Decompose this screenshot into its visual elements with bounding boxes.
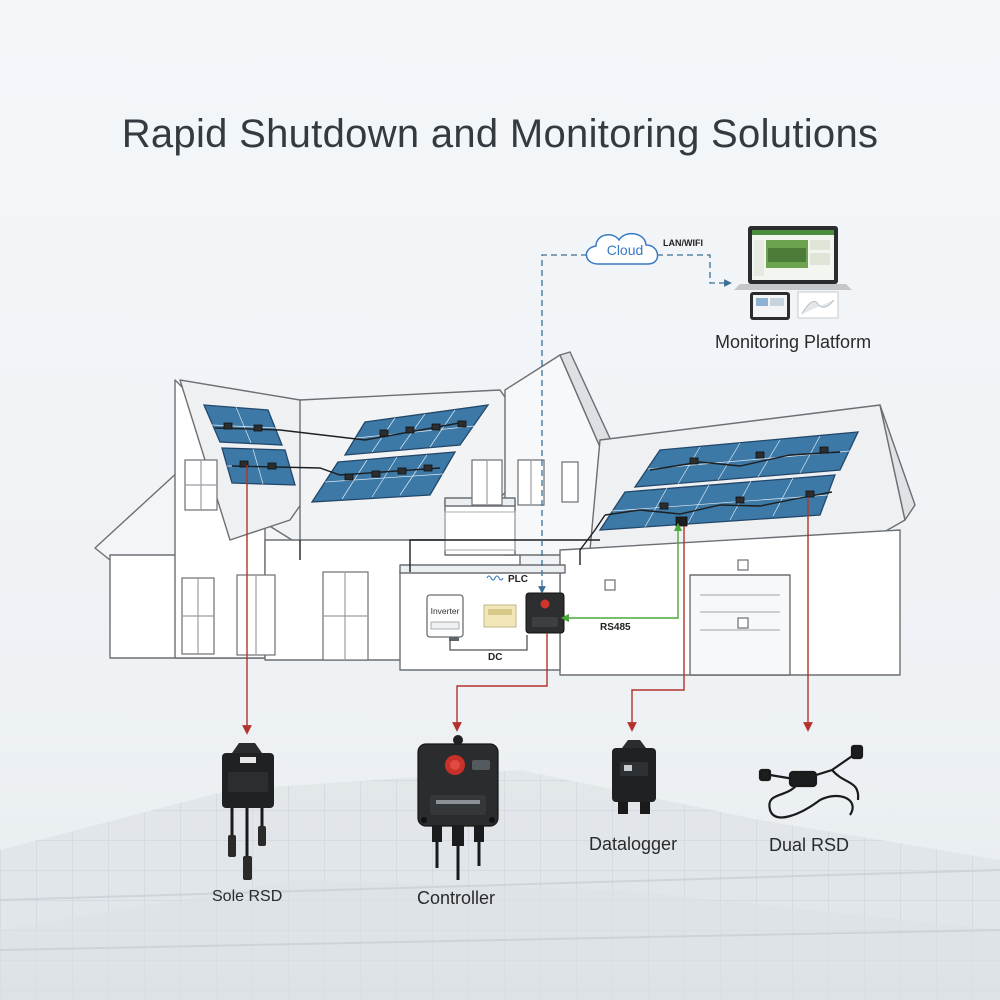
dc-label: DC <box>488 652 503 663</box>
dual-rsd-device <box>758 744 864 819</box>
monitoring-platform-label: Monitoring Platform <box>715 332 872 352</box>
controller-label: Controller <box>417 888 496 908</box>
link-datalogger <box>627 526 685 732</box>
plc-wave-icon <box>486 575 504 581</box>
panel-array-right-upper <box>633 431 860 488</box>
product-links <box>242 465 813 735</box>
rs485-link <box>560 522 683 623</box>
cloud-label: Cloud <box>606 242 644 258</box>
background-solar-field <box>0 770 1000 1000</box>
monitoring-chart-panel <box>797 291 839 319</box>
house-windows <box>181 459 780 661</box>
plc-label: PLC <box>508 574 528 585</box>
rs485-label: RS485 <box>600 622 631 633</box>
meter-box <box>483 604 517 628</box>
panel-array-right-lower <box>598 474 836 531</box>
house-controller <box>525 592 565 634</box>
panel-array-left-upper <box>202 404 283 446</box>
page-title: Rapid Shutdown and Monitoring Solutions <box>121 112 879 156</box>
link-controller <box>452 633 548 732</box>
datalogger-label: Datalogger <box>589 834 678 854</box>
dual-rsd-label: Dual RSD <box>769 835 850 855</box>
monitoring-tablet <box>750 292 790 320</box>
solar-panels <box>202 404 860 531</box>
panel-rsd-boxes <box>223 420 829 527</box>
sole-rsd-device <box>222 743 274 880</box>
cloud-to-platform-link <box>657 254 732 287</box>
cloud-to-controller-link <box>538 254 587 594</box>
datalogger-device <box>612 740 656 814</box>
panel-array-centre-upper <box>343 404 490 456</box>
inverter <box>426 594 464 641</box>
monitoring-laptop <box>734 226 852 290</box>
sole-rsd-label: Sole RSD <box>212 888 283 905</box>
cloud-icon <box>585 233 659 265</box>
string-wiring <box>214 421 841 572</box>
lan-wifi-label: LAN/WIFI <box>663 238 703 248</box>
dc-wire <box>449 635 528 651</box>
inverter-label: Inverter <box>431 606 460 616</box>
controller-device <box>417 735 499 880</box>
